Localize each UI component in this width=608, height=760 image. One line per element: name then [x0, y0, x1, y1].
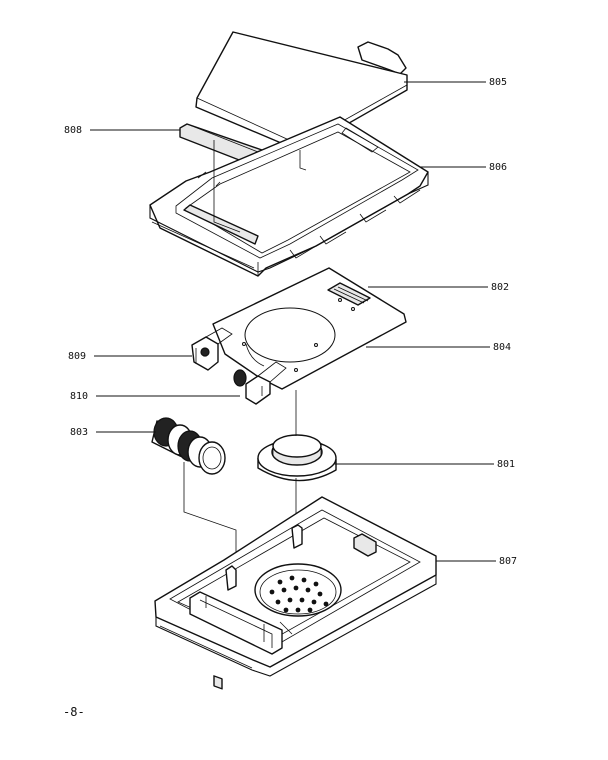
- label-803: 803: [70, 427, 88, 438]
- label-808: 808: [64, 125, 82, 136]
- part-803-battery-cells: [151, 417, 226, 475]
- page-number: -8-: [63, 705, 85, 719]
- part-807-base-housing: [154, 496, 437, 690]
- label-807: 807: [499, 556, 517, 567]
- label-806: 806: [489, 162, 507, 173]
- label-802: 802: [491, 282, 509, 293]
- part-801-speaker: [257, 434, 337, 482]
- leader-lines: [90, 81, 496, 562]
- part-804-circuit-board: [212, 267, 407, 390]
- label-804: 804: [493, 342, 511, 353]
- label-801: 801: [497, 459, 515, 470]
- part-806-frame: [149, 116, 429, 277]
- part-809-contact-clip: [191, 327, 233, 371]
- speaker-grille-holes: [269, 575, 329, 613]
- part-810-contact-clip: [233, 361, 287, 405]
- label-810: 810: [70, 391, 88, 402]
- label-805: 805: [489, 77, 507, 88]
- label-809: 809: [68, 351, 86, 362]
